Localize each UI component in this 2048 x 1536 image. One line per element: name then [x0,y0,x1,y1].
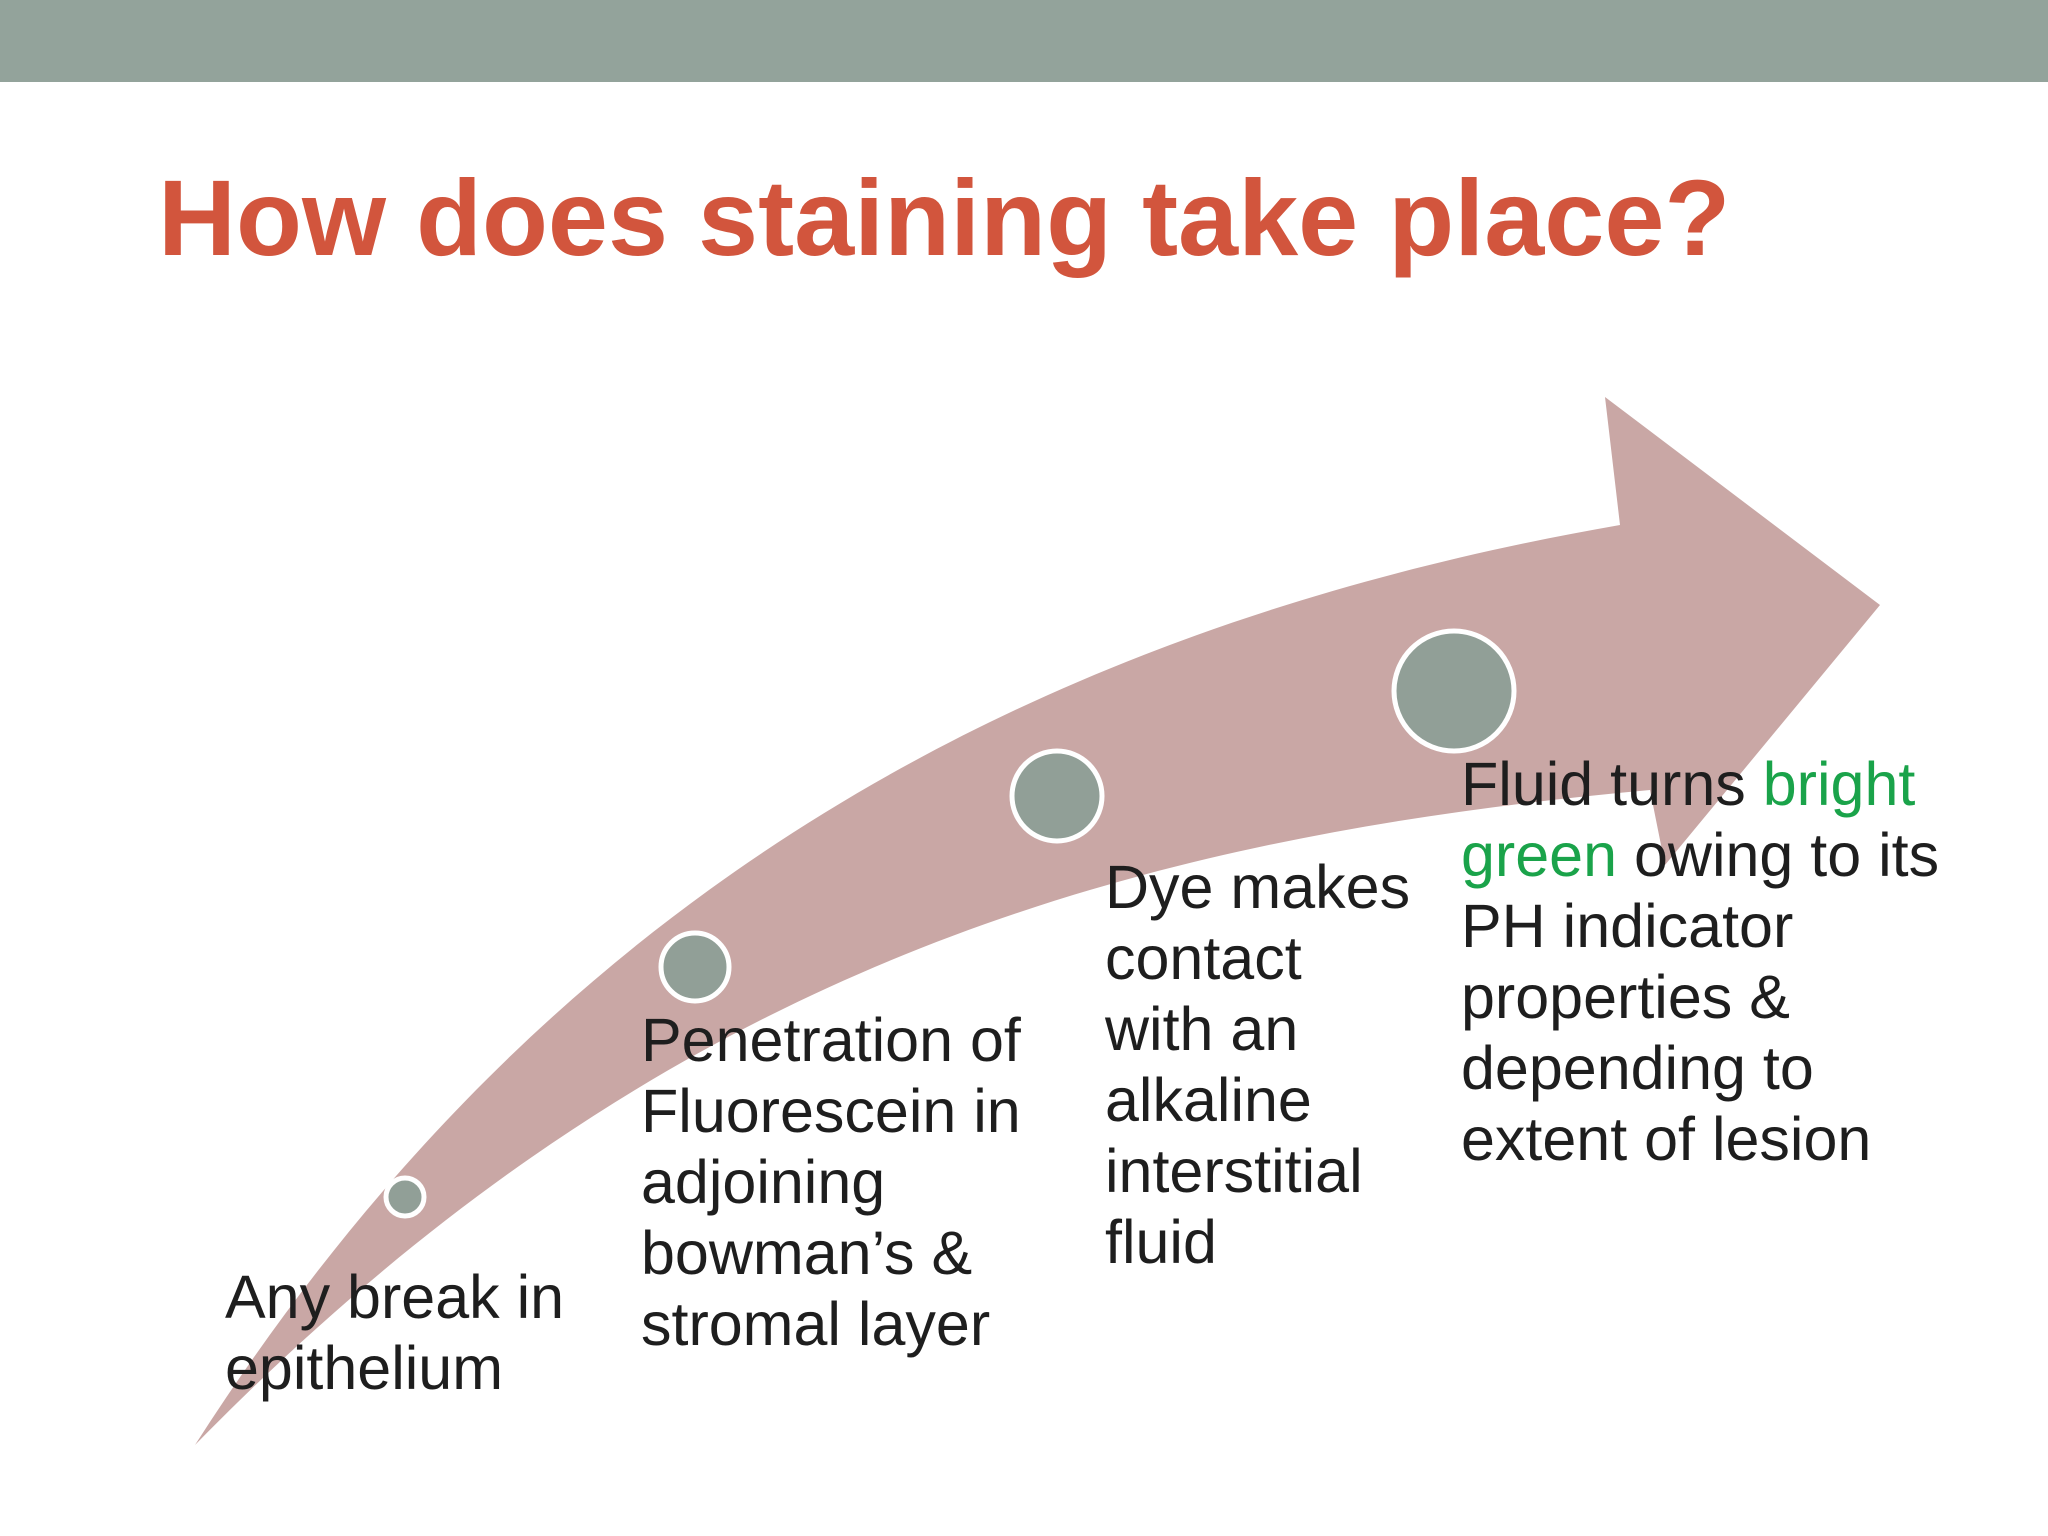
step-4-line: green owing to its [1461,820,1939,891]
step-4-highlight-bright: bright [1762,750,1916,818]
step-4-line: Fluid turns bright [1461,749,1939,820]
step-1-line: epithelium [225,1334,504,1402]
step-4-text: Fluid turns bright green owing to its PH… [1461,749,1939,1175]
step-3-line: fluid [1105,1208,1217,1276]
step-4-line2-end: owing to its [1617,821,1940,889]
step-4-line: extent of lesion [1461,1105,1872,1173]
step-2-line: bowman’s & [641,1219,973,1287]
step-3-line: alkaline [1105,1066,1312,1134]
step-3-marker [1009,748,1105,844]
step-4-line: properties & [1461,963,1790,1031]
top-bar [0,0,2048,82]
step-1-line: Any break in [225,1263,565,1331]
step-2-text: Penetration of Fluorescein in adjoining … [641,1005,1021,1360]
step-4-line1-start: Fluid turns [1461,750,1763,818]
step-3-line: Dye makes [1105,853,1411,921]
slide-title: How does staining take place? [158,157,1731,278]
step-2-line: Fluorescein in [641,1077,1021,1145]
step-3-text: Dye makes contact with an alkaline inter… [1105,852,1410,1278]
step-2-line: stromal layer [641,1290,991,1358]
step-2-line: Penetration of [641,1006,1021,1074]
step-4-line: depending to [1461,1034,1814,1102]
step-2-line: adjoining [641,1148,886,1216]
step-1-marker [383,1175,427,1219]
step-3-line: interstitial [1105,1137,1363,1205]
step-1-text: Any break in epithelium [225,1262,564,1404]
step-4-highlight-green: green [1461,821,1618,889]
step-2-marker [658,930,732,1004]
step-4-line: PH indicator [1461,892,1794,960]
step-3-line: contact [1105,924,1302,992]
step-4-marker [1391,628,1517,754]
step-3-line: with an [1105,995,1299,1063]
